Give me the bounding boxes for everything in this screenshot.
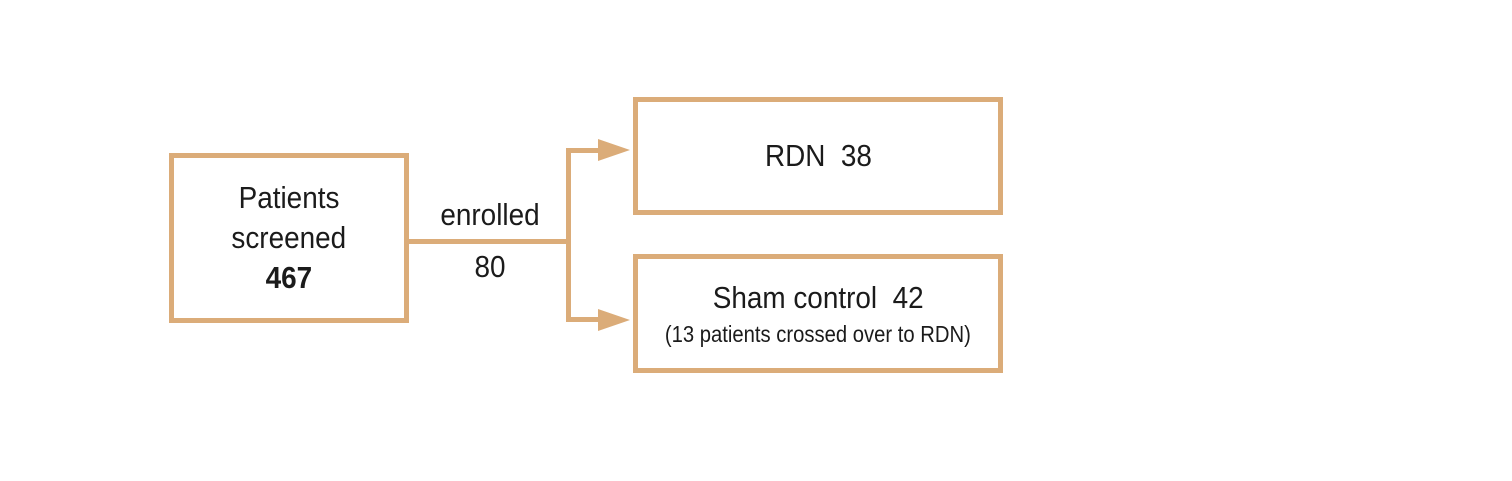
connector-bottom-stub-line <box>566 317 600 322</box>
sham-control-label: Sham control 42 <box>712 279 924 315</box>
connector-main-line <box>409 239 571 244</box>
arrowhead-right-top-icon <box>598 139 630 161</box>
rdn-box: RDN 38 <box>633 97 1003 215</box>
enrolled-label: enrolled <box>440 197 540 232</box>
enrolled-count: 80 <box>474 249 506 284</box>
patients-screened-line1: Patients <box>238 180 340 215</box>
connector-branch-line <box>566 148 571 322</box>
rdn-box-label: RDN 38 <box>764 138 872 173</box>
sham-control-box: Sham control 42 (13 patients crossed ove… <box>633 254 1003 373</box>
patients-screened-count: 467 <box>265 260 313 295</box>
patients-screened-box: Patients screened 467 <box>169 153 409 323</box>
patients-screened-line2: screened <box>231 220 347 255</box>
arrowhead-right-bottom-icon <box>598 309 630 331</box>
connector-top-stub-line <box>566 148 600 153</box>
sham-control-note: (13 patients crossed over to RDN) <box>665 320 971 347</box>
